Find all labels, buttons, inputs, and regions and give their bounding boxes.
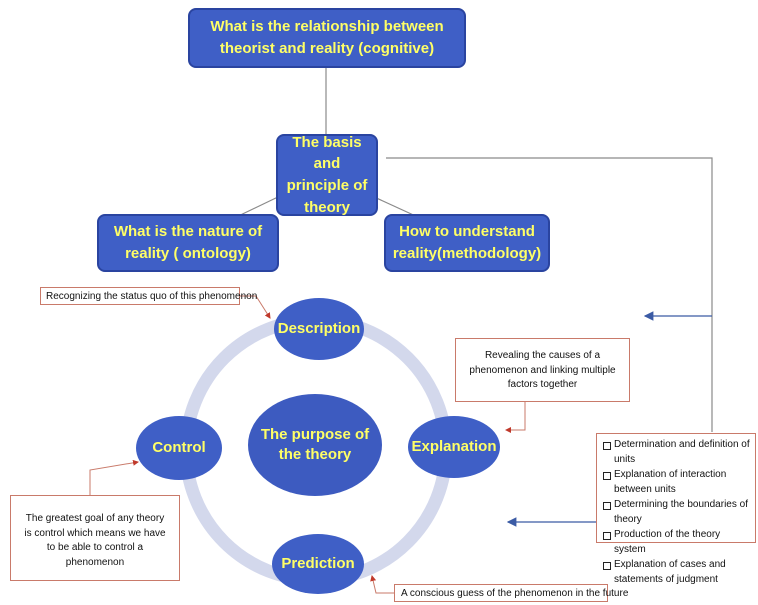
control-note: The greatest goal of any theory is contr… bbox=[10, 495, 180, 581]
prediction-note: A conscious guess of the phenomenon in t… bbox=[394, 584, 628, 602]
methodology-text: How to understand reality(methodology) bbox=[392, 223, 542, 262]
control-label: Control bbox=[152, 438, 206, 456]
theory-step-item: Explanation of interaction between units bbox=[601, 468, 753, 497]
control-note-pointer bbox=[89, 459, 139, 495]
purpose-circle: The purpose of the theory bbox=[248, 394, 382, 496]
purpose-text: The purpose of the theory bbox=[260, 425, 370, 463]
theory-step-item: Determination and definition of units bbox=[601, 438, 753, 467]
methodology-box: How to understand reality(methodology) bbox=[384, 214, 550, 272]
theory-step-item: Production of the theory system bbox=[601, 528, 753, 557]
explanation-note-pointer bbox=[505, 402, 526, 433]
description-note-text: Recognizing the status quo of this pheno… bbox=[46, 291, 258, 302]
description-node: Description bbox=[274, 298, 364, 360]
theory-step-item: Explanation of cases and statements of j… bbox=[601, 558, 753, 587]
description-label: Description bbox=[277, 319, 361, 337]
explanation-note-text: Revealing the causes of a phenomenon and… bbox=[469, 350, 616, 390]
basis-to-steps-line bbox=[386, 157, 713, 432]
theory-step-item: Determining the boundaries of theory bbox=[601, 498, 753, 527]
prediction-node: Prediction bbox=[272, 534, 364, 594]
explanation-note: Revealing the causes of a phenomenon and… bbox=[455, 338, 630, 402]
description-note: Recognizing the status quo of this pheno… bbox=[40, 287, 257, 305]
description-note-pointer bbox=[240, 295, 271, 319]
basis-principle-box: The basis and principle of theory bbox=[276, 134, 378, 216]
cognitive-question-text: What is the relationship between theoris… bbox=[210, 18, 444, 57]
control-note-text: The greatest goal of any theory is contr… bbox=[24, 513, 166, 568]
control-node: Control bbox=[136, 416, 222, 480]
ontology-text: What is the nature of reality ( ontology… bbox=[113, 223, 263, 262]
prediction-note-pointer bbox=[370, 575, 394, 594]
ontology-box: What is the nature of reality ( ontology… bbox=[97, 214, 279, 272]
explanation-label: Explanation bbox=[411, 437, 497, 455]
theory-steps-list: Determination and definition of units Ex… bbox=[601, 438, 753, 587]
theory-steps-box: Determination and definition of units Ex… bbox=[596, 433, 756, 585]
prediction-note-text: A conscious guess of the phenomenon in t… bbox=[401, 588, 629, 599]
cognitive-question-box: What is the relationship between theoris… bbox=[188, 8, 466, 68]
prediction-label: Prediction bbox=[281, 554, 355, 572]
explanation-node: Explanation bbox=[408, 416, 500, 478]
basis-principle-text: The basis and principle of theory bbox=[286, 133, 368, 216]
